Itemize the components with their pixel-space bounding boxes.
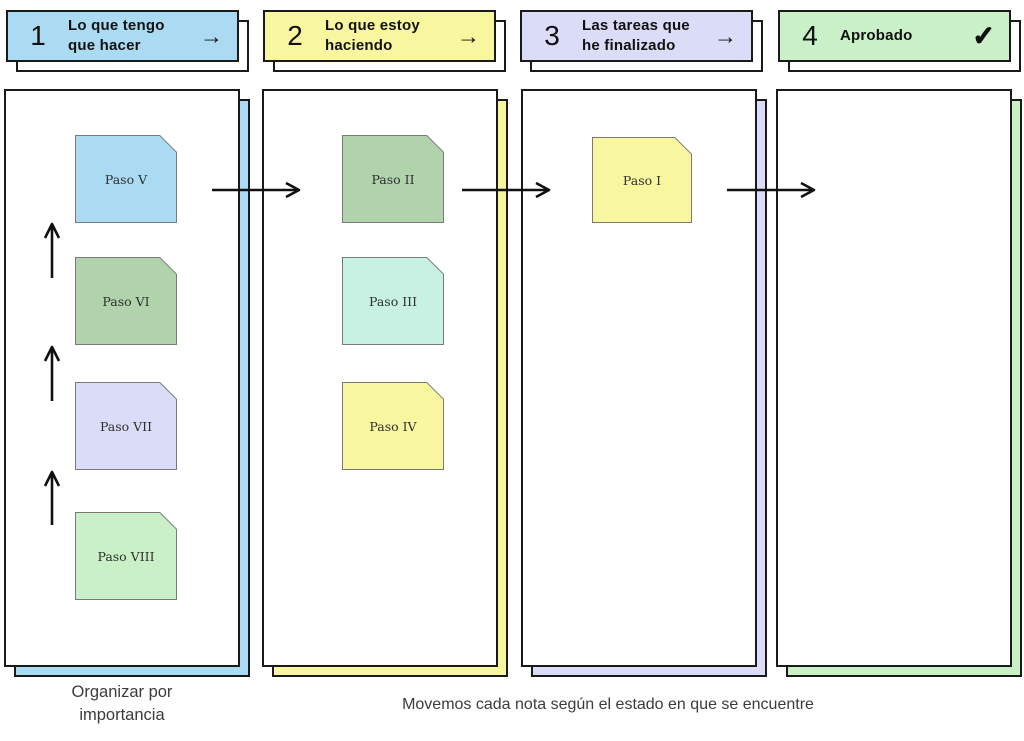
note-label: Paso IV [369,418,417,434]
arrow-right-icon: → [457,22,480,49]
column-caption: Organizar por importancia [71,683,173,724]
column-number: 1 [30,20,46,51]
column-title: Lo que tengo que hacer [68,17,165,54]
note-label: Paso II [371,171,415,187]
column-panel-3 [521,89,757,667]
column-header-1: 1 Lo que tengo que hacer → [6,10,239,62]
note-label: Paso VIII [97,548,155,564]
arrow-right-icon: → [200,22,223,49]
column-header-2: 2 Lo que estoy haciendo → [263,10,496,62]
column-title: Aprobado [840,27,913,44]
column-number: 4 [802,20,818,51]
sticky-note-paso-viii: Paso VIII [75,512,177,600]
note-label: Paso VII [99,418,153,434]
column-panel-4 [776,89,1012,667]
footer-caption: Movemos cada nota según el estado en que… [402,696,814,713]
column-title: Las tareas que he finalizado [582,17,690,54]
column-title: Lo que estoy haciendo [325,17,420,54]
sticky-note-paso-vi: Paso VI [75,257,177,345]
column-number: 2 [287,20,303,51]
note-label: Paso III [368,293,418,309]
note-label: Paso VI [102,293,150,309]
sticky-note-paso-iv: Paso IV [342,382,444,470]
sticky-note-paso-ii: Paso II [342,135,444,223]
check-icon: ✓ [972,20,996,51]
sticky-note-paso-iii: Paso III [342,257,444,345]
sticky-note-paso-vii: Paso VII [75,382,177,470]
column-header-3: 3 Las tareas que he finalizado → [520,10,753,62]
column-header-4: 4 Aprobado ✓ [778,10,1011,62]
arrow-right-icon: → [714,22,737,49]
note-label: Paso V [104,171,148,187]
sticky-note-paso-v: Paso V [75,135,177,223]
column-number: 3 [544,20,560,51]
sticky-note-paso-i: Paso I [592,137,692,223]
note-label: Paso I [622,172,662,188]
